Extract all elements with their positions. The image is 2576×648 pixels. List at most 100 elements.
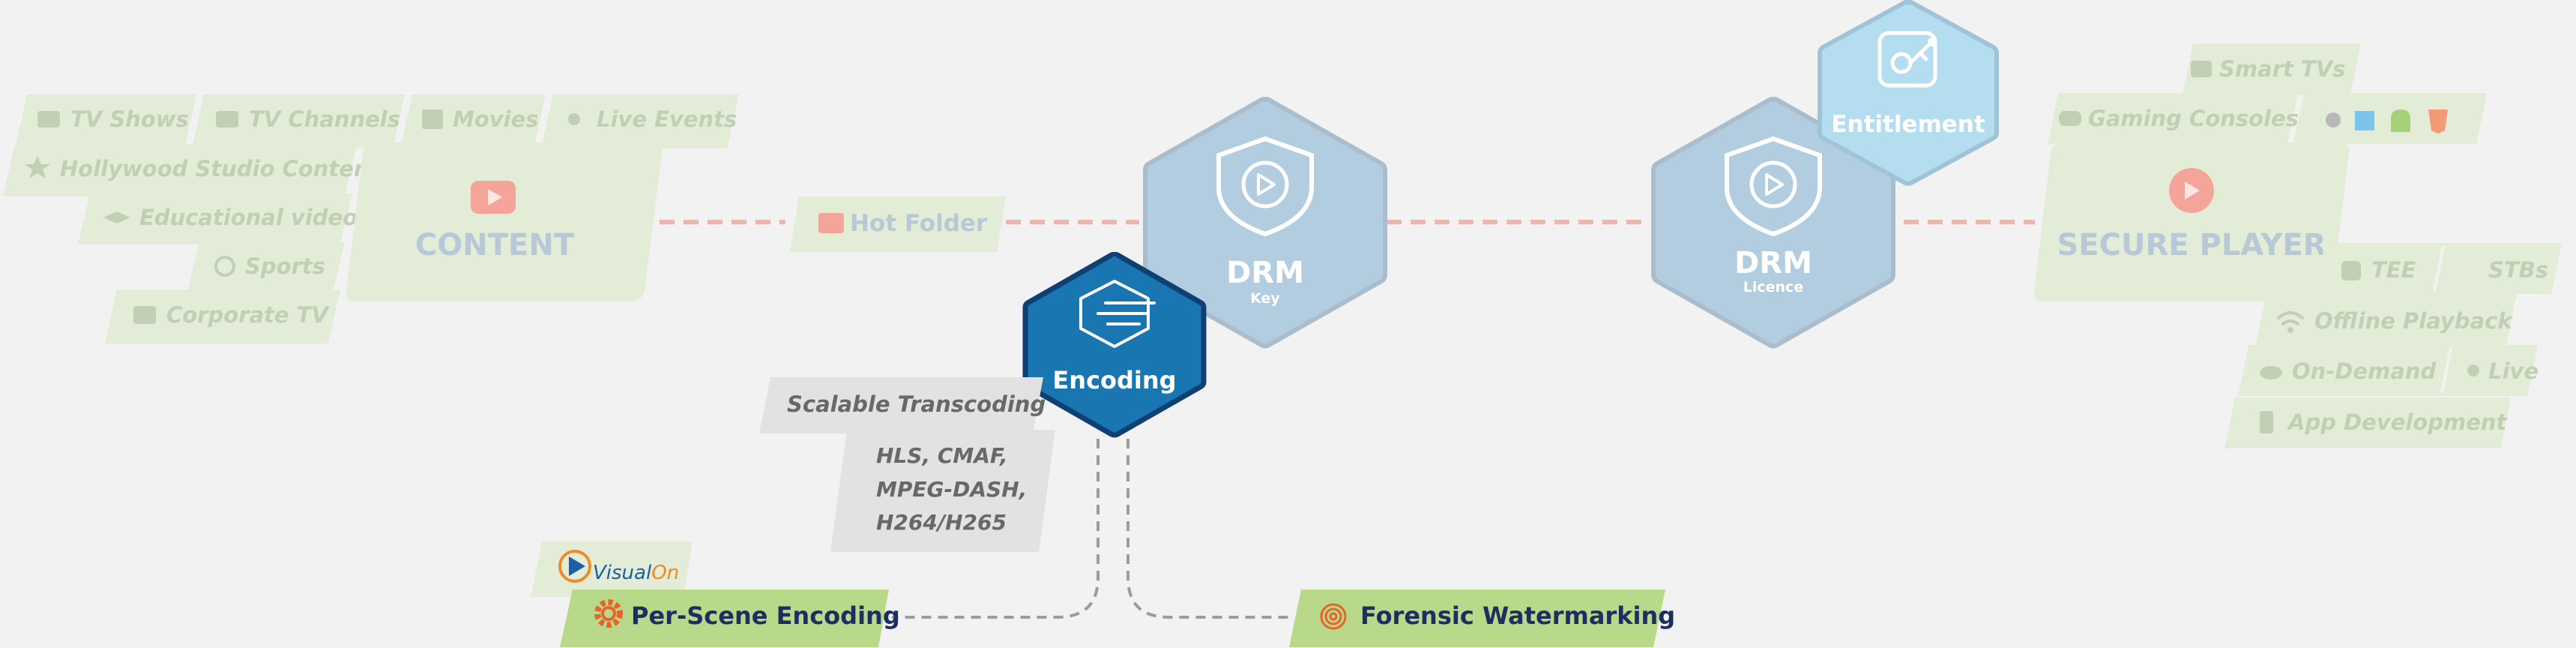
tag-divider <box>2433 245 2445 292</box>
content-tag-label: Sports <box>245 254 325 279</box>
per-scene-label: Per-Scene Encoding <box>631 602 900 630</box>
player-tag-label: On-Demand <box>2292 358 2437 384</box>
graduation-cap-icon <box>103 212 130 224</box>
content-tag: Movies <box>400 94 546 148</box>
forensic-label: Forensic Watermarking <box>1360 602 1675 630</box>
drm-key-subtitle: Key <box>1250 290 1280 307</box>
player-tag-label: Offline Playback <box>2314 308 2513 334</box>
player-tag: On-Demand Live <box>2238 345 2539 396</box>
encoding-lines-icon <box>1097 302 1156 326</box>
visualon-logo-part: On <box>651 562 679 584</box>
content-tag: TV Channels <box>192 94 405 148</box>
player-tag-label: App Development <box>2287 410 2508 435</box>
encoding-node: Encoding <box>1022 251 1207 438</box>
visualon-logo: VisualOn <box>593 562 679 584</box>
shield-icon <box>2341 261 2361 280</box>
content-tag-label: Hollywood Studio Content <box>60 156 381 182</box>
player-tag-label: Smart TVs <box>2219 56 2345 82</box>
wifi-icon-dot <box>2287 327 2293 333</box>
shield-play-icon <box>1725 136 1822 237</box>
visualon-logo-part: Visual <box>593 562 652 584</box>
html5-icon <box>2428 110 2448 134</box>
windows-icon <box>2355 111 2374 130</box>
content-tag-label: Movies <box>453 106 539 132</box>
film-icon <box>422 110 443 129</box>
content-tag: Hollywood Studio Content <box>3 144 381 196</box>
content-tag-label: Corporate TV <box>166 302 330 328</box>
transcoding-box: Scalable Transcoding <box>759 377 1046 434</box>
player-tag: TEE STBs <box>2314 243 2562 294</box>
player-tag-label: Gaming Consoles <box>2088 106 2299 131</box>
visualon-play-icon <box>569 556 585 576</box>
hot-folder-label: Hot Folder <box>850 210 988 237</box>
hot-folder-node: Hot Folder <box>790 196 1006 252</box>
content-tags: TV Shows TV Channels Movies Live Events … <box>3 94 739 344</box>
content-tag: Sports <box>187 242 345 292</box>
phone-icon <box>2260 411 2273 434</box>
folder-icon <box>818 213 844 233</box>
formats-line: HLS, CMAF, <box>876 443 1008 468</box>
content-tag: Educational video <box>78 194 358 244</box>
gear-icon <box>594 599 623 628</box>
broadcast-icon <box>2467 364 2479 376</box>
tv-icon <box>216 111 238 128</box>
visualon-badge: VisualOn <box>531 542 693 597</box>
formats-line: H264/H265 <box>876 510 1007 535</box>
entitlement-label: Entitlement <box>1831 111 1985 138</box>
fingerprint-icon <box>1320 603 1347 630</box>
per-scene-encoding-node: Per-Scene Encoding <box>560 590 900 647</box>
drm-key-node: DRM Key <box>1143 97 1387 349</box>
star-icon <box>25 156 50 178</box>
transcoding-label: Scalable Transcoding <box>787 392 1046 417</box>
play-circle-icon <box>1749 160 1797 208</box>
broadcast-icon <box>568 113 580 125</box>
content-tag: TV Shows <box>15 94 196 148</box>
tv-icon <box>37 111 60 128</box>
connector-encoding-forensic <box>1126 439 1289 619</box>
player-tag: App Development <box>2224 398 2511 448</box>
ball-icon <box>214 256 235 277</box>
formats-line: MPEG-DASH, <box>876 477 1027 502</box>
android-icon <box>2391 110 2410 132</box>
tv-icon <box>2191 61 2212 77</box>
content-tag: Live Events <box>541 94 739 148</box>
content-tag-label: Live Events <box>597 106 737 132</box>
player-tags: Smart TVs Gaming Consoles TEE STBs Offli… <box>2048 44 2562 448</box>
play-circle-icon <box>1241 160 1289 208</box>
player-tag: Offline Playback <box>2256 294 2517 345</box>
cloud-icon <box>2260 366 2282 380</box>
content-tag-label: TV Channels <box>249 106 400 132</box>
content-hub: CONTENT <box>346 142 663 302</box>
connector-encoding-perscene <box>892 439 1100 619</box>
tag-divider <box>2440 347 2452 394</box>
visualon-logo-icon <box>558 550 591 583</box>
connectors <box>660 220 2035 619</box>
drm-key-title: DRM <box>1226 256 1304 290</box>
key-icon <box>1877 31 1937 88</box>
secure-player-hub: SECURE PLAYER <box>2033 142 2350 302</box>
content-tag-label: Educational video <box>139 205 358 230</box>
key-icon-dot <box>1928 38 1937 46</box>
player-tag: Smart TVs <box>2183 44 2361 94</box>
encoding-label: Encoding <box>1052 366 1176 394</box>
shield-play-icon <box>1216 136 1314 237</box>
content-tag-label: TV Shows <box>70 106 189 132</box>
wifi-icon <box>2277 311 2304 326</box>
player-tag-label: TEE <box>2371 257 2416 283</box>
play-icon <box>2185 182 2200 200</box>
apple-icon <box>2326 112 2341 128</box>
forensic-watermarking-node: Forensic Watermarking <box>1289 590 1675 647</box>
play-icon <box>1257 173 1276 196</box>
secure-player-title: SECURE PLAYER <box>2057 228 2326 262</box>
platform-icons <box>2293 93 2487 144</box>
content-title: CONTENT <box>415 228 575 262</box>
entitlement-node: Entitlement <box>1818 0 1999 186</box>
briefcase-icon <box>133 306 156 324</box>
drm-licence-node: DRM Licence <box>1651 97 1895 349</box>
encoding-icon <box>1079 280 1150 348</box>
player-tag: Gaming Consoles <box>2048 93 2299 144</box>
drm-licence-subtitle: Licence <box>1743 279 1803 296</box>
drm-licence-title: DRM <box>1734 246 1812 280</box>
